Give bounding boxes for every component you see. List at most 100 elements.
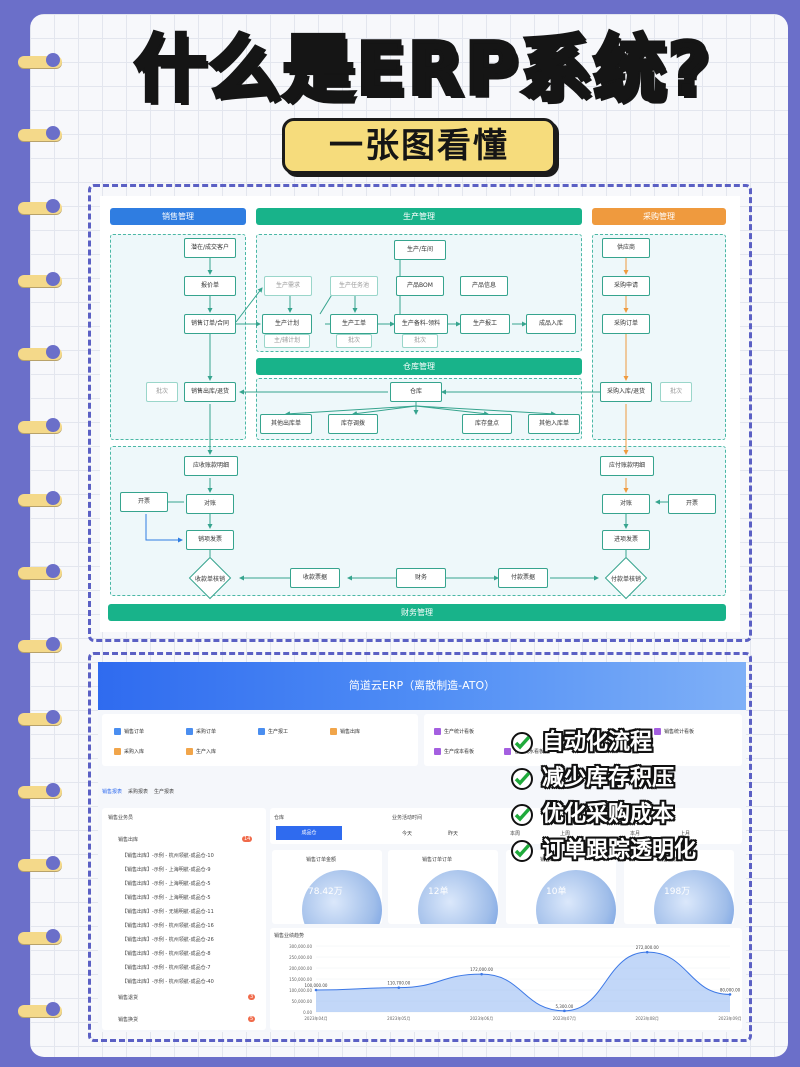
node-bom: 产品BOM — [396, 276, 444, 296]
data-label: 100,000.00 — [305, 983, 328, 988]
production-header: 生产管理 — [256, 208, 582, 225]
globe-graphic — [418, 870, 498, 924]
list-item[interactable]: 【销售出库】-示例 - 杭州领航-成品仓-7 — [122, 965, 211, 971]
list-item[interactable]: 【销售出库】-示例 - 杭州领航-成品仓-16 — [122, 923, 214, 929]
quick-prod-report[interactable]: 生产报工 — [258, 728, 288, 735]
node-invoice-left: 开票 — [120, 492, 168, 512]
quick-sales-order[interactable]: 销售订单 — [114, 728, 144, 735]
data-point — [314, 988, 318, 992]
link-sales-stats[interactable]: 销售统计看板 — [654, 728, 694, 735]
data-label: 5,300.00 — [555, 1004, 573, 1009]
globe-graphic — [536, 870, 616, 924]
group-sales-outbound[interactable]: 销售出库 — [118, 837, 139, 843]
list-item[interactable]: 【销售出库】-示例 - 杭州领航-成品仓-40 — [122, 979, 214, 985]
group-sales-return[interactable]: 销售退货 — [118, 995, 139, 1001]
node-payable: 应付账款明细 — [600, 456, 654, 476]
kpi-label: 销售订单金额 — [306, 857, 337, 863]
node-finance: 财务 — [396, 568, 446, 588]
list-item[interactable]: 【销售出库】-示例 - 杭州领航-成品仓-8 — [122, 951, 211, 957]
list-item[interactable]: 【销售出库】-示例 - 上海明航-成品仓-9 — [122, 867, 211, 873]
filter-panel: 仓库 成品仓 业务活动时间 今天 昨天 本周 上周 本月 上月 — [270, 808, 742, 844]
kpi-value: 78.42万 — [308, 887, 343, 897]
benefit-item: 优化采购成本 — [508, 798, 768, 834]
check-icon — [511, 804, 533, 826]
node-payment: 付款票据 — [498, 568, 548, 588]
node-finished: 成品入库 — [526, 314, 576, 334]
link-prod-cost[interactable]: 生产成本看板 — [434, 748, 474, 755]
sales-staff-panel: 销售业务员 销售出库 14 【销售出库】-示例 - 杭州领航-成品仓-10 【销… — [102, 808, 266, 1030]
data-label: 110,700.00 — [387, 981, 410, 986]
kpi-card: 销售出库 10单 — [506, 850, 616, 924]
screenshot-frame — [88, 652, 752, 1042]
period-today[interactable]: 今天 — [402, 831, 413, 837]
benefit-item: 自动化流程 — [508, 726, 768, 762]
list-item[interactable]: 【销售出库】-示例 - 杭州领航-成品仓-26 — [122, 937, 214, 943]
x-tick-label: 2023年08月 — [636, 1015, 659, 1021]
tab-prod-report[interactable]: 生产报表 — [154, 789, 175, 795]
node-prod-demand: 生产需求 — [264, 276, 312, 296]
node-other-in: 其他入库单 — [528, 414, 580, 434]
node-receipt-verify: 收款单核销 — [194, 576, 225, 583]
x-tick-label: 2023年04月 — [304, 1015, 327, 1021]
quick-purchase-order[interactable]: 采购订单 — [186, 728, 216, 735]
node-payment-verify: 付款单核销 — [610, 576, 641, 583]
node-work-order: 生产工单 — [330, 314, 378, 334]
tab-purchase-report[interactable]: 采购报表 — [128, 789, 149, 795]
page-title: 什么是ERP系统? — [132, 25, 712, 113]
y-tick-label: 150,000.00 — [289, 977, 312, 982]
x-tick-label: 2023年06月 — [470, 1015, 493, 1021]
data-point — [563, 1009, 566, 1013]
globe-graphic — [654, 870, 734, 924]
data-label: 272,000.00 — [636, 945, 659, 950]
list-item[interactable]: 【销售出库】-示例 - 无锡明航-成品仓-11 — [122, 909, 214, 915]
sales-header: 销售管理 — [110, 208, 246, 225]
data-point — [397, 986, 401, 989]
sales-group — [110, 234, 246, 440]
list-item[interactable]: 【销售出库】-示例 - 上海明航-成品仓-5 — [122, 881, 211, 887]
node-stock-check: 库存盘点 — [462, 414, 512, 434]
quick-entry-card: 销售订单 采购订单 生产报工 销售出库 采购入库 生产入库 — [102, 714, 418, 766]
node-sales-batch: 批次 — [146, 382, 178, 402]
erp-flow-diagram: 销售管理 生产管理 采购管理 仓库管理 财务管理 — [100, 196, 740, 632]
node-batch-1: 批次 — [336, 334, 372, 348]
quick-prod-inbound[interactable]: 生产入库 — [186, 748, 216, 755]
group-sales-exchange[interactable]: 销售换货 — [118, 1017, 139, 1023]
dashboard-links-card: 生产统计看板 生产成本看板 仓库流水看板 销售统计看板 — [424, 714, 742, 766]
data-label: 80,000.00 — [720, 987, 741, 992]
flow-arrows — [145, 244, 668, 581]
node-sales-outbound: 销售出库/退货 — [184, 382, 236, 402]
report-tabs: 销售报表 采购报表 生产报表 — [98, 782, 746, 800]
node-warehouse: 仓库 — [390, 382, 442, 402]
period-this-week[interactable]: 本周 — [510, 831, 521, 837]
link-warehouse-flow[interactable]: 仓库流水看板 — [504, 748, 544, 755]
app-banner: 简道云ERP（离散制造-ATO） — [98, 662, 746, 710]
period-last-week[interactable]: 上周 — [560, 831, 571, 837]
period-yesterday[interactable]: 昨天 — [448, 831, 459, 837]
warehouse-button[interactable]: 成品仓 — [276, 826, 342, 840]
purchase-group — [592, 234, 726, 440]
series-line — [315, 951, 731, 1012]
trend-chart: 300,000.00250,000.00200,000.00150,000.00… — [289, 944, 742, 1021]
check-icon — [511, 840, 533, 862]
kpi-card: 销售订单金额 78.42万 — [272, 850, 382, 924]
group-count-badge: 14 — [242, 836, 253, 842]
node-purchase-order: 采购订单 — [602, 314, 650, 334]
node-supplier: 供应商 — [602, 238, 650, 258]
purchase-header: 采购管理 — [592, 208, 726, 225]
tab-sales-report[interactable]: 销售报表 — [102, 789, 123, 795]
period-this-month[interactable]: 本月 — [630, 831, 641, 837]
list-item[interactable]: 【销售出库】-示例 - 上海明航-成品仓-5 — [122, 895, 211, 901]
y-tick-label: 250,000.00 — [289, 955, 312, 960]
link-prod-stats[interactable]: 生产统计看板 — [434, 728, 474, 735]
node-receivable: 应收账款明细 — [184, 456, 238, 476]
globe-graphic — [302, 870, 382, 924]
warehouse-label: 仓库 — [274, 815, 285, 821]
list-item[interactable]: 【销售出库】-示例 - 杭州领航-成品仓-10 — [122, 853, 214, 859]
quick-sales-outbound[interactable]: 销售出库 — [330, 728, 360, 735]
benefit-list: 自动化流程 减少库存积压 优化采购成本 订单跟踪透明化 — [508, 726, 768, 870]
diagram-frame — [88, 184, 752, 642]
node-sales-order: 销售订单/合同 — [184, 314, 236, 334]
period-last-month[interactable]: 上月 — [680, 831, 691, 837]
quick-purchase-inbound[interactable]: 采购入库 — [114, 748, 144, 755]
